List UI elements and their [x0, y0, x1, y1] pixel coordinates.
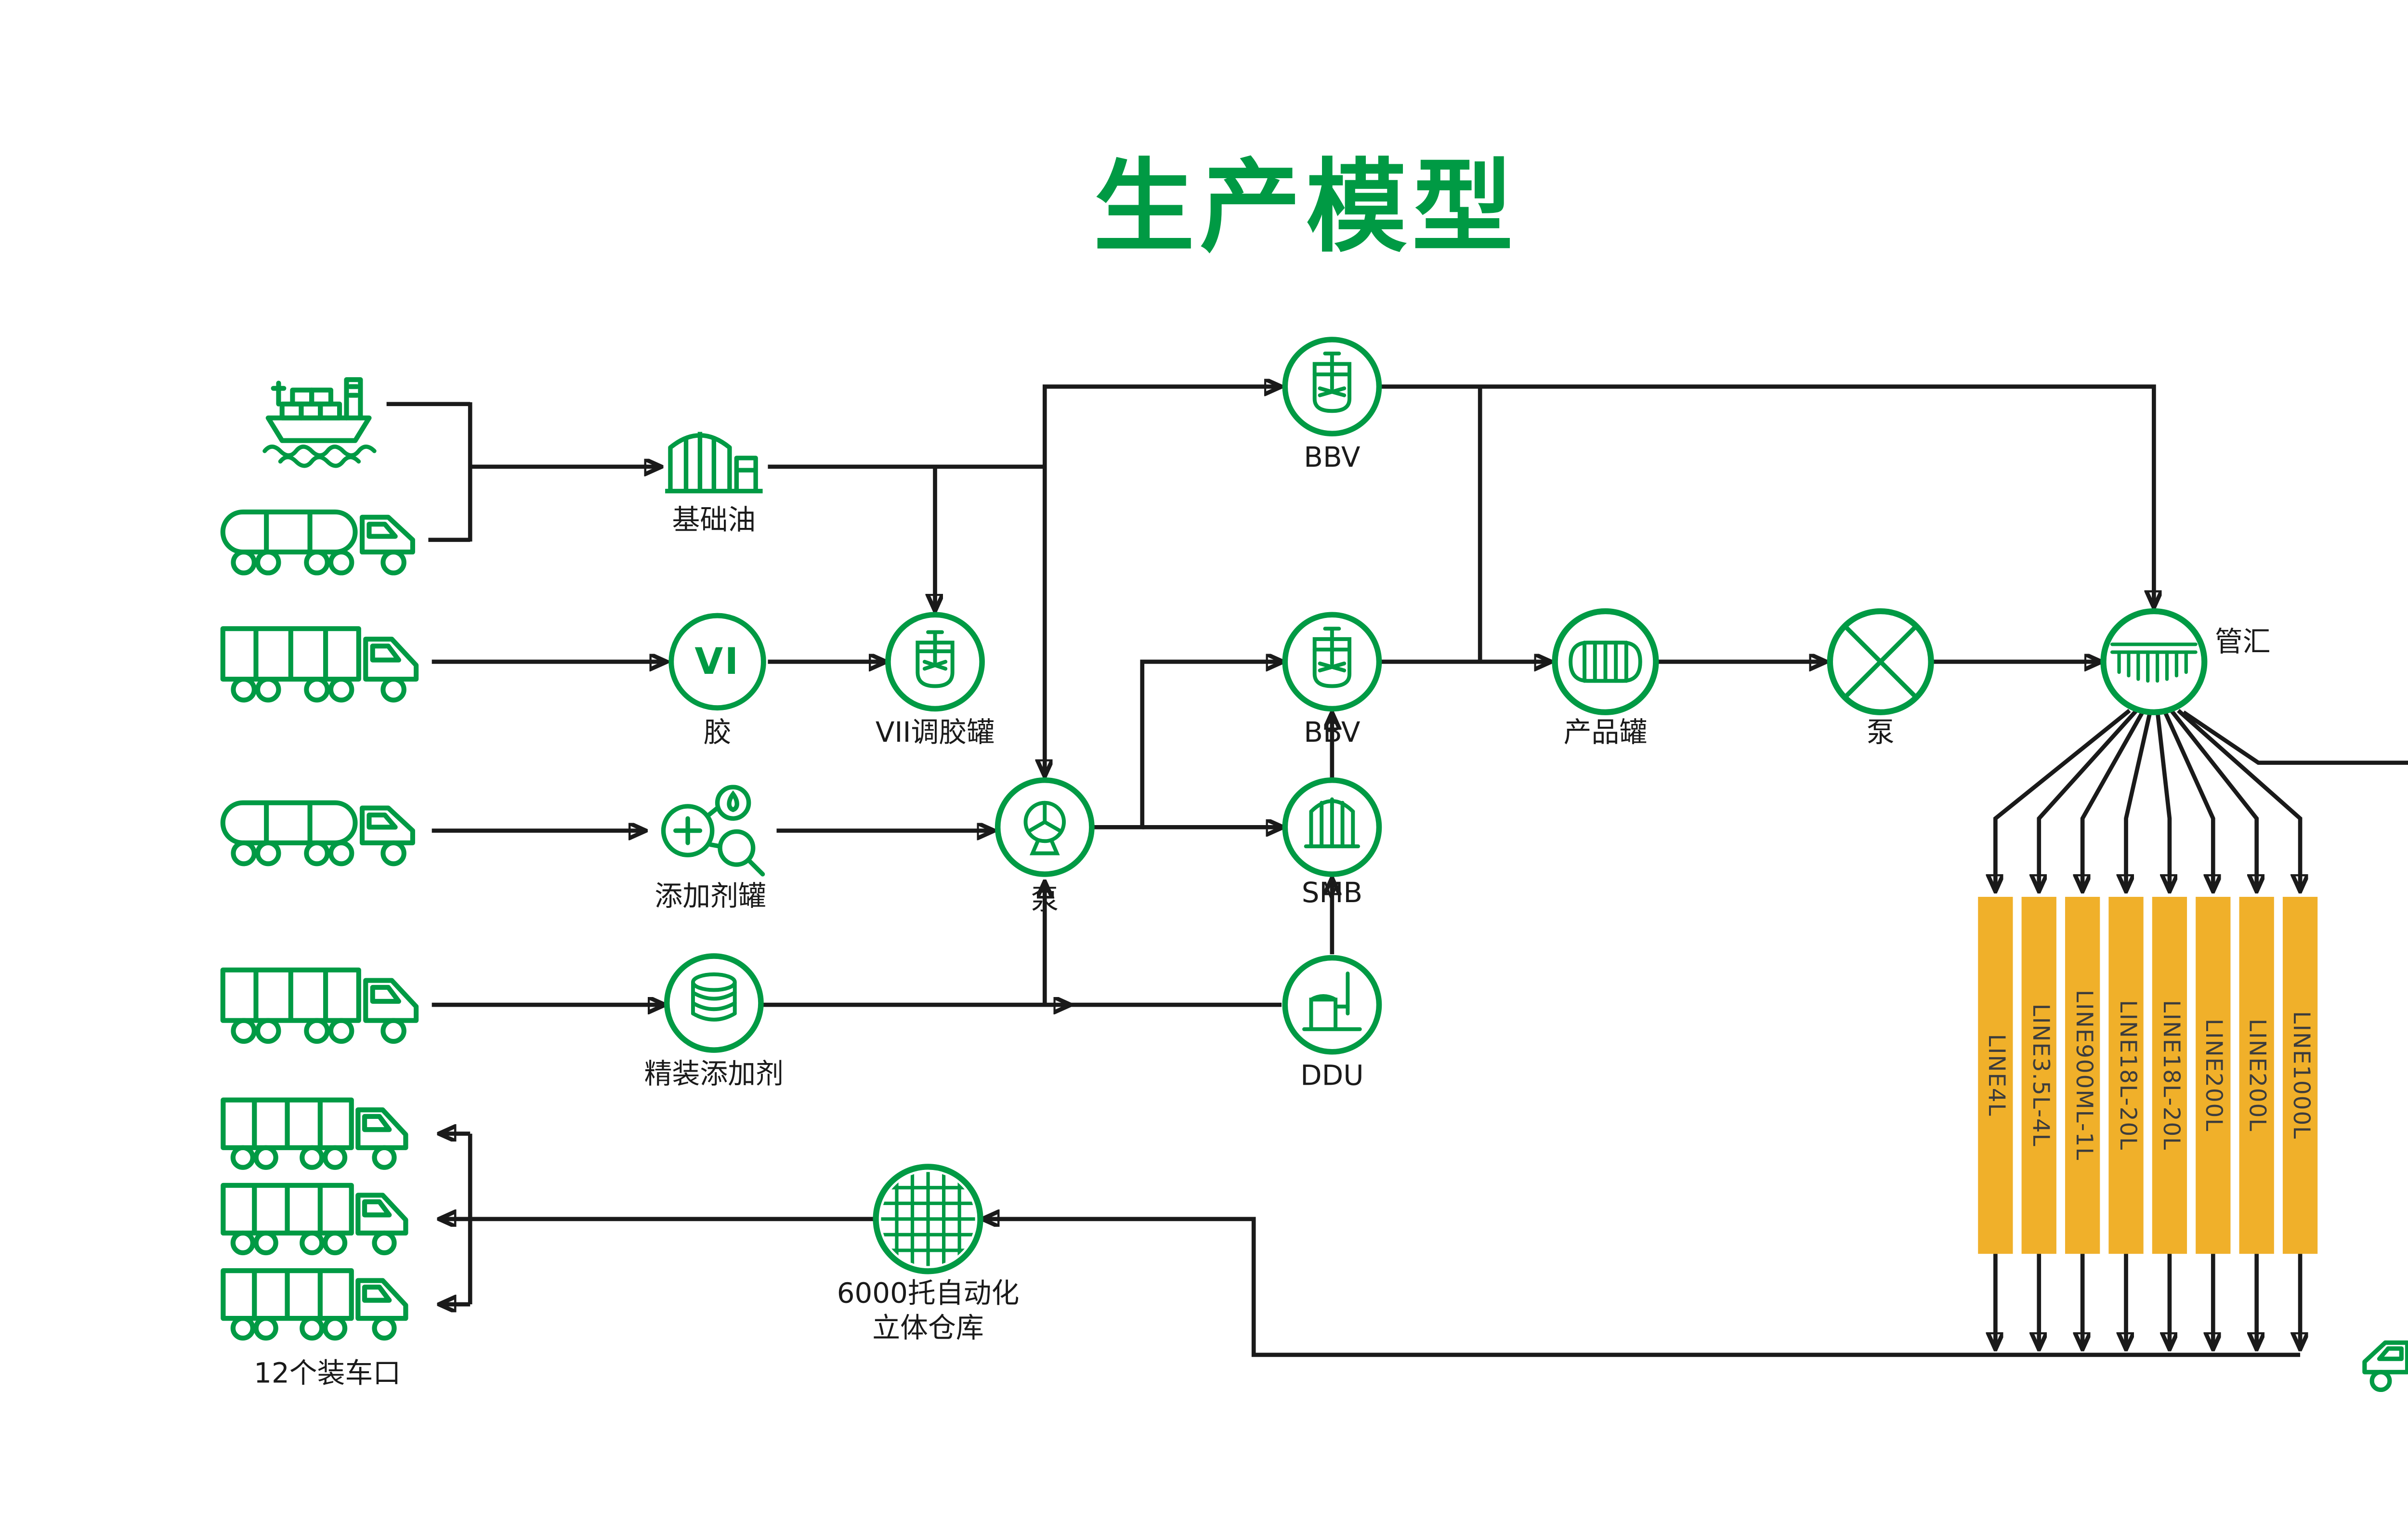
vi-gel-badge: VI [694, 641, 740, 683]
filling-line-bar: LINE18L-20L [2152, 896, 2187, 1254]
smb-blender-icon [1280, 775, 1384, 880]
packaged-additive-icon [662, 951, 766, 1055]
product-tank-label: 产品罐 [1563, 715, 1648, 749]
pump-label: 泵 [1031, 883, 1059, 916]
filling-line-bar: LINE3.5L-4L [2021, 896, 2056, 1254]
tanker-truck-icon [220, 786, 425, 876]
bbv-top-label: BBV [1304, 440, 1361, 474]
filling-line-label: LINE200L [2200, 1018, 2226, 1132]
additive-tank-icon [646, 775, 775, 886]
filling-line-bar: LINE900ML-1L [2065, 896, 2100, 1254]
bbv-vessel-icon [1280, 334, 1384, 439]
filling-line-bar: LINE200L [2239, 896, 2274, 1254]
transfer-pump-icon [1825, 606, 1936, 717]
vi-gel-icon: VI [668, 613, 766, 711]
loading-truck-icon [220, 1175, 415, 1264]
filling-line-label: LINE3.5L-4L [2026, 1003, 2052, 1147]
box-truck-icon [220, 618, 425, 712]
loading-ports-label: 12个装车口 [254, 1356, 401, 1390]
filling-line-label: LINE1000L [2287, 1011, 2314, 1140]
vi-gel-label: 胶 [703, 715, 732, 749]
packaged-additive-label: 精装添加剂 [644, 1057, 784, 1090]
automated-warehouse-icon [871, 1162, 986, 1277]
filling-line-label: LINE200L [2243, 1018, 2270, 1132]
filling-line-bar: LINE200L [2196, 896, 2231, 1254]
additive-tank-label: 添加剂罐 [654, 879, 766, 913]
warehouse-label-line2: 立体仓库 [872, 1311, 984, 1345]
manifold-icon [2098, 606, 2210, 717]
tanker-truck-icon [220, 495, 425, 585]
loading-truck-icon [220, 1090, 415, 1179]
filling-line-label: LINE4L [1982, 1034, 2009, 1117]
filling-line-bar: LINE4L [1978, 896, 2013, 1254]
box-truck-icon [220, 959, 425, 1053]
smb-label: SMB [1301, 876, 1363, 909]
product-tank-icon [1550, 606, 1661, 717]
cargo-ship-icon [256, 341, 381, 468]
bbv-vessel-icon [1280, 609, 1384, 714]
bbv-mid-label: BBV [1304, 715, 1361, 749]
filling-line-bar: LINE18L-20L [2108, 896, 2144, 1254]
filling-line-label: LINE900ML-1L [2069, 989, 2096, 1161]
warehouse-label-line1: 6000托自动化 [837, 1276, 1020, 1310]
loading-truck-icon [220, 1261, 415, 1350]
pump-icon [993, 775, 1097, 880]
manifold-label: 管汇 [2214, 625, 2271, 658]
ddu-label: DDU [1300, 1059, 1364, 1092]
base-oil-label: 基础油 [672, 503, 756, 537]
filling-line-bar: LINE1000L [2282, 896, 2318, 1254]
filling-line-label: LINE18L-20L [2156, 1000, 2183, 1151]
filling-line-label: LINE18L-20L [2113, 1000, 2139, 1151]
base-oil-tank-icon [664, 411, 765, 501]
transfer-pump-label: 泵 [1866, 715, 1895, 749]
ddu-decanting-icon [1280, 953, 1384, 1057]
vii-mixing-tank-icon [883, 609, 987, 714]
page-title: 生产模型 [1093, 148, 1518, 267]
dispatch-tanker-truck-icon [2354, 1324, 2408, 1400]
vii-mixing-tank-label: VII调胶罐 [875, 715, 995, 749]
